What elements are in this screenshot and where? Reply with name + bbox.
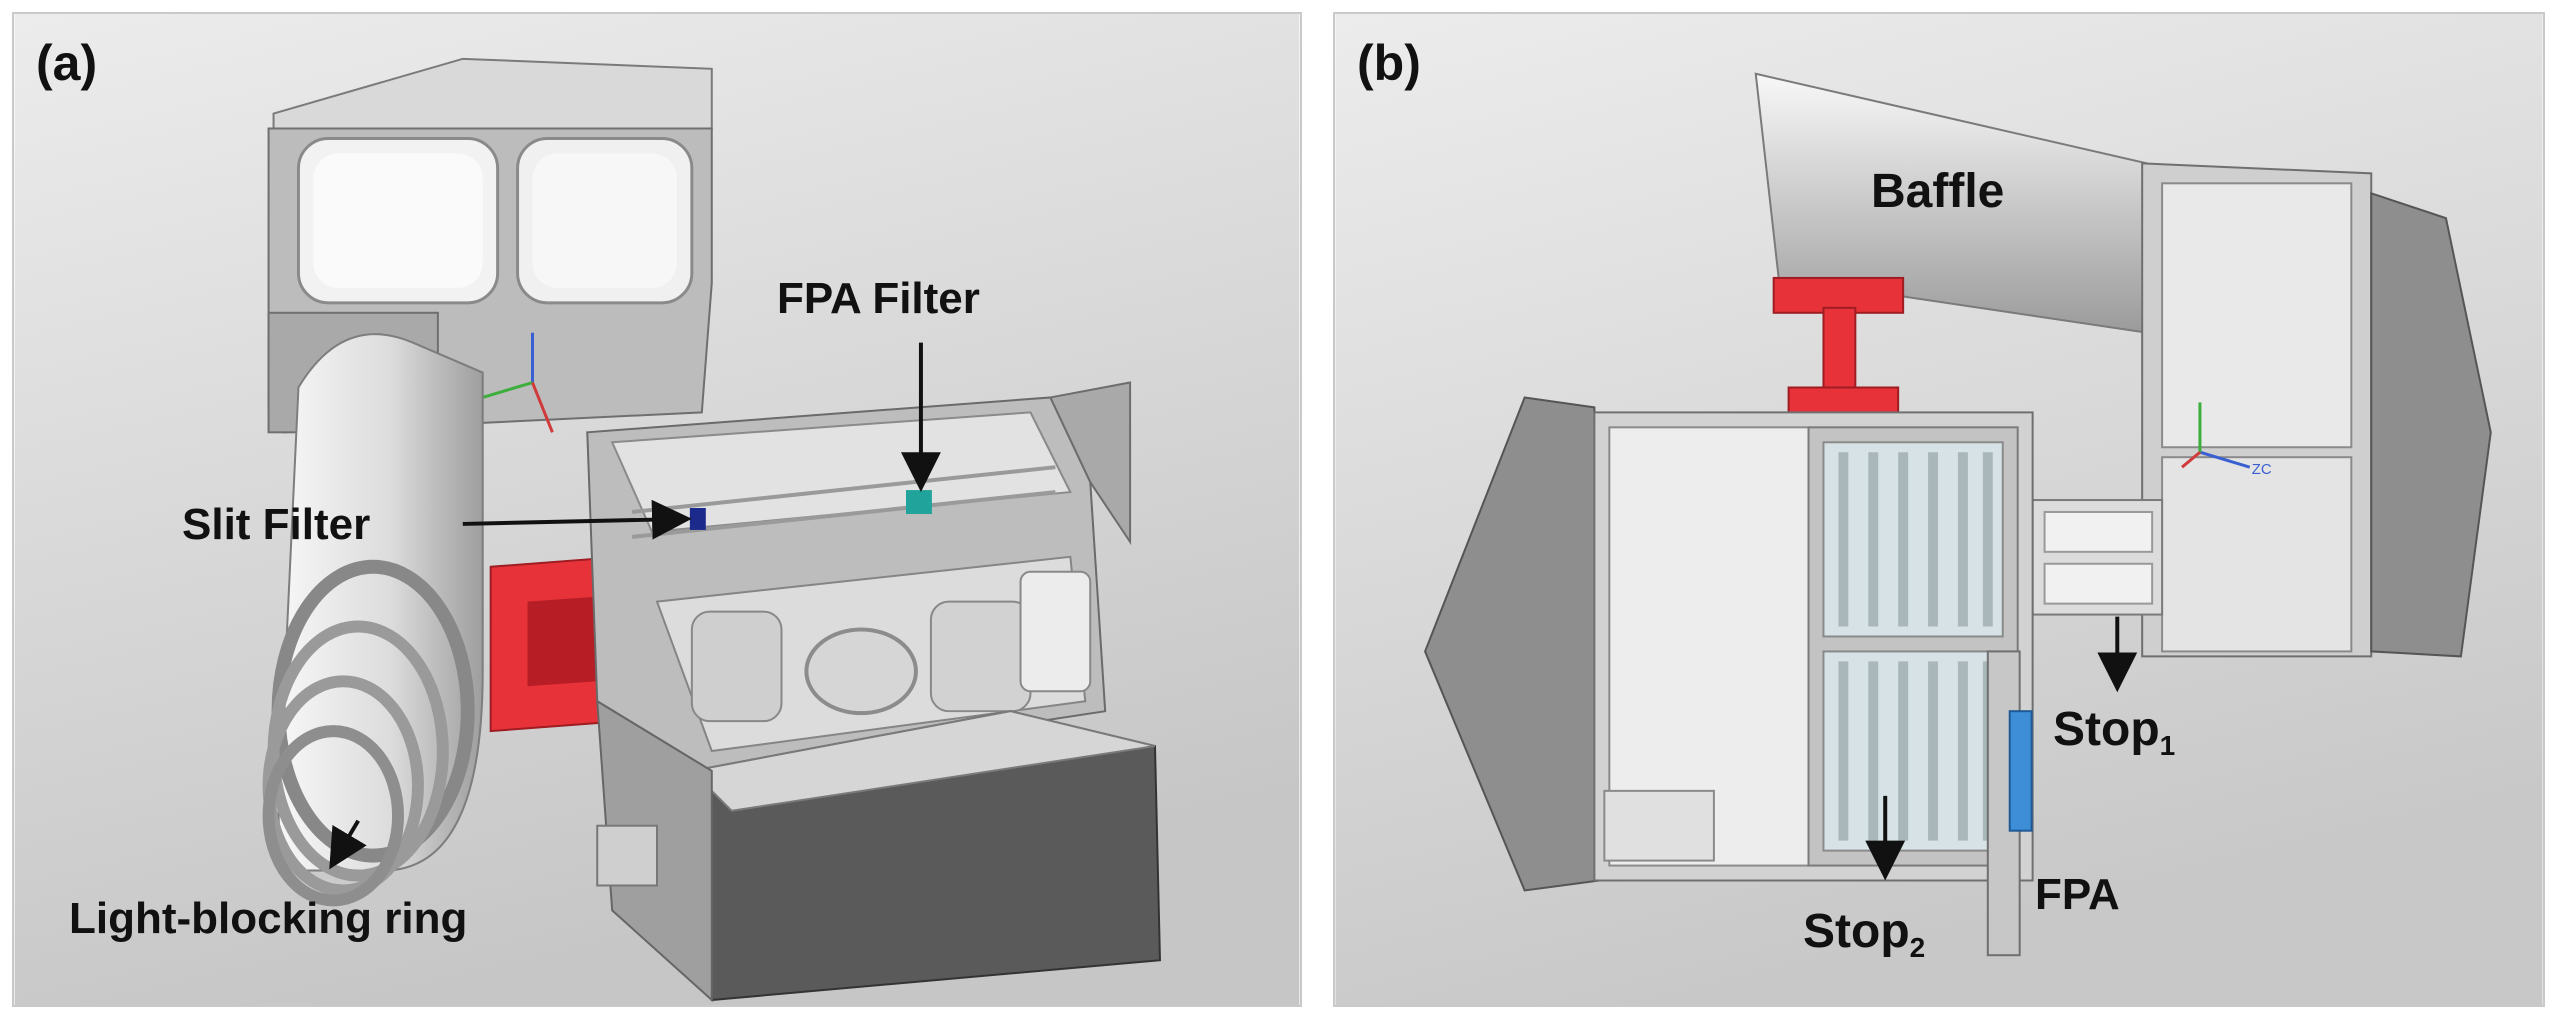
fpa-filter-part (905, 490, 932, 514)
axis-triad-icon (482, 332, 554, 433)
light-tube (262, 333, 484, 907)
panel-b-illustration: ZC (1335, 14, 2543, 1005)
light-blocking-ring-label: Light-blocking ring (69, 894, 468, 943)
baffle-label: Baffle (1871, 165, 2005, 218)
panel-b-tag: (b) (1357, 35, 1421, 91)
panel-b: ZC (1333, 12, 2545, 1007)
fpa-label: FPA (2035, 870, 2120, 919)
front-cover (596, 699, 1161, 1003)
panel-a-illustration (14, 14, 1300, 1005)
fpa-assembly (1986, 650, 2033, 957)
spectrometer-box (586, 381, 1132, 772)
zc-axis-label: ZC (2252, 461, 2272, 478)
stop1-label-base: Stop (2053, 703, 2160, 756)
light-blocking-ring-4 (262, 725, 405, 907)
panel-a-tag: (a) (36, 35, 98, 91)
slit-filter-arrow (462, 499, 692, 540)
stop1-label: Stop1 (2053, 702, 2175, 762)
stop2-label-subscript: 2 (1909, 932, 1926, 963)
stop2-label: Stop2 (1803, 904, 1925, 964)
slit-filter-label: Slit Filter (182, 500, 371, 549)
stop2-label-base: Stop (1803, 905, 1910, 958)
stop1-label-subscript: 1 (2159, 730, 2176, 761)
left-housing (1424, 396, 2034, 892)
right-housing: ZC (2141, 162, 2492, 658)
stop1-grid (2031, 499, 2164, 616)
slit-filter-part (689, 508, 706, 530)
fpa-filter-label: FPA Filter (777, 274, 980, 323)
red-bracket (489, 555, 624, 733)
ring-arrow (329, 819, 367, 870)
panel-a: (a) FPA Filter Slit Filter Light-blockin… (12, 12, 1302, 1007)
